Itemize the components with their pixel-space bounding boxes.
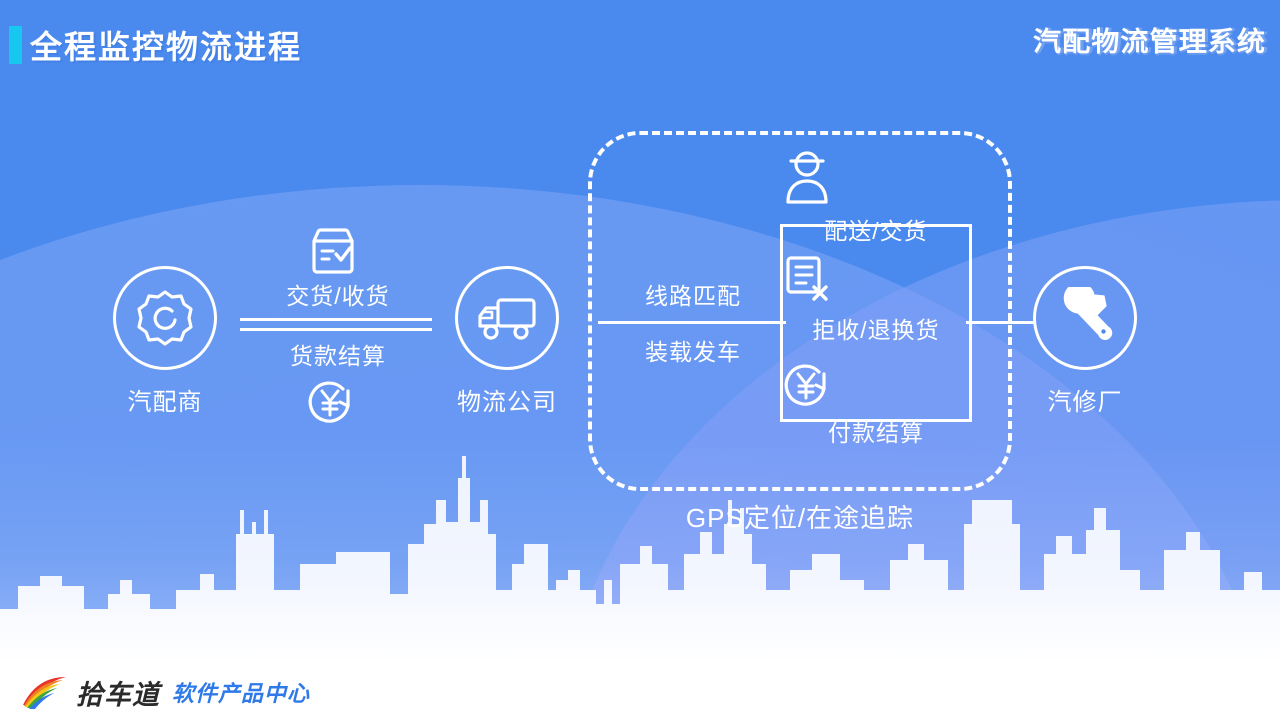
system-name: 汽配物流管理系统: [1033, 27, 1266, 57]
gps-tracking-zone: [588, 131, 1012, 491]
truck-icon: [478, 298, 536, 340]
page-title: 全程监控物流进程: [30, 29, 303, 65]
row-payment-settlement[interactable]: 付款结算: [780, 358, 972, 448]
footer-sub-brand: 软件产品中心: [172, 681, 311, 706]
document-reject-icon: [786, 256, 828, 301]
row-reject-return[interactable]: 拒收/退换货: [780, 255, 972, 345]
footer-logo: 拾车道 软件产品中心: [20, 673, 310, 712]
row-reject-label: 拒收/退换货: [812, 317, 940, 343]
label-route-matching: 线路匹配: [645, 283, 741, 309]
label-loading-dispatch: 装载发车: [645, 339, 741, 365]
node-logistics-label: 物流公司: [457, 389, 557, 416]
bracket-stub-right: [966, 321, 1034, 324]
row-dispatch-label: 配送/交货: [824, 218, 928, 244]
node-supplier-label: 汽配商: [127, 389, 203, 416]
gear-icon: [137, 290, 193, 346]
yen-refund-icon: [308, 381, 350, 423]
node-supplier[interactable]: 汽配商: [113, 266, 217, 417]
row-dispatch-delivery[interactable]: 配送/交货: [780, 148, 972, 246]
node-repair[interactable]: 汽修厂: [1033, 266, 1137, 417]
title-accent-bar: [9, 26, 22, 64]
label-delivery-receipt: 交货/收货: [286, 283, 390, 309]
node-logistics[interactable]: 物流公司: [455, 266, 559, 417]
bracket-stub-left: [740, 321, 786, 324]
node-supplier-circle: [113, 266, 217, 370]
city-skyline-illustration: [0, 456, 1280, 664]
wrench-icon: [1063, 287, 1113, 340]
gps-inner-connector-line: [598, 321, 786, 324]
yen-refund-icon-wrap-1: [304, 375, 362, 427]
node-repair-circle: [1033, 266, 1137, 370]
node-logistics-circle: [455, 266, 559, 370]
label-payment-settlement: 货款结算: [290, 343, 386, 369]
footer-brand: 拾车道: [76, 679, 160, 710]
connector-line-bottom: [240, 328, 432, 331]
footer: 拾车道 软件产品中心: [0, 664, 1280, 720]
gps-zone-caption: GPS定位/在途追踪: [685, 503, 915, 533]
delivery-person-icon: [786, 151, 828, 204]
node-repair-label: 汽修厂: [1047, 389, 1123, 416]
rainbow-swoosh-logo: [23, 677, 66, 709]
connector-line-top: [240, 318, 432, 321]
row-payment-label: 付款结算: [828, 420, 924, 446]
yen-refund-icon: [784, 364, 826, 406]
package-check-icon-wrap: [305, 227, 361, 275]
header: 全程监控物流进程 汽配物流管理系统: [0, 0, 1280, 78]
package-check-icon: [312, 228, 354, 274]
